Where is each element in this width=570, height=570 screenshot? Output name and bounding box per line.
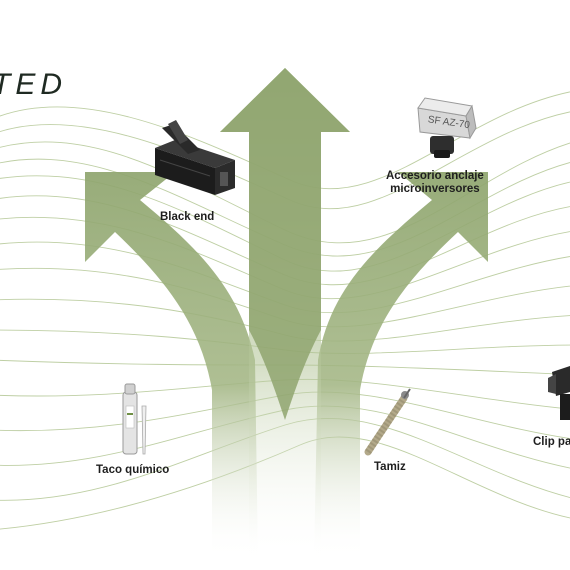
label-black-end: Black end: [160, 211, 215, 223]
black-end-profile-icon: [155, 120, 235, 195]
label-clip: Clip pa: [533, 436, 570, 448]
label-taco-quimico: Taco químico: [96, 464, 170, 476]
brand-logo-text: TED: [0, 68, 67, 101]
left-arrow: [85, 172, 258, 560]
label-accesorio-line2: microinversores: [390, 183, 480, 195]
mesh-sleeve-icon: [364, 388, 411, 456]
chemical-anchor-cartridge-icon: [122, 383, 147, 455]
clip-icon: [548, 366, 570, 420]
microinverter-anchor-icon: SF AZ-70: [417, 97, 477, 158]
label-accesorio-line1: Accesorio anclaje: [386, 170, 484, 182]
label-tamiz: Tamiz: [374, 461, 406, 473]
right-arrow: [314, 172, 488, 560]
label-accesorio-anclaje: Accesorio anclaje microinversores: [386, 170, 484, 196]
